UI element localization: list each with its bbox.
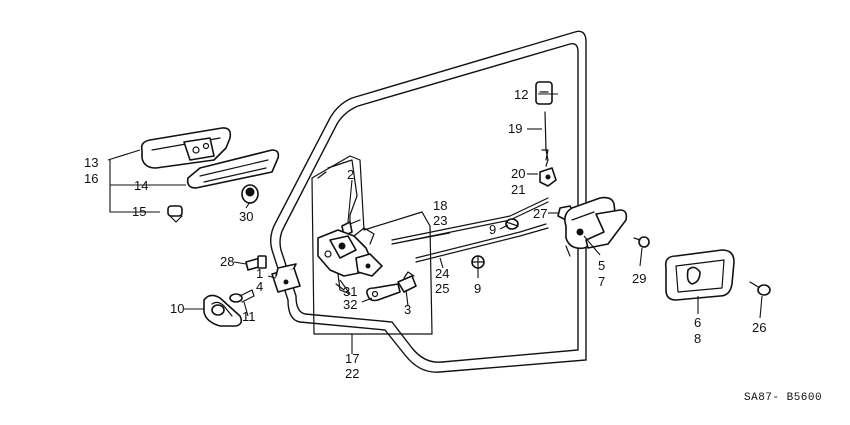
label-28: 28 <box>220 254 234 269</box>
label-6: 6 <box>694 315 701 330</box>
label-2: 2 <box>347 167 354 182</box>
leader-lines <box>184 93 763 354</box>
diagram-code: SA87- B5600 <box>744 392 822 404</box>
label-31: 31 <box>343 284 357 299</box>
label-11: 11 <box>242 309 256 324</box>
label-29: 29 <box>632 271 646 286</box>
label-10: 10 <box>170 301 184 316</box>
clip-29-icon <box>633 236 650 248</box>
label-24: 24 <box>435 266 449 281</box>
label-23: 23 <box>433 213 447 228</box>
screw-11-icon <box>229 289 255 303</box>
inner-handle <box>564 196 628 257</box>
label-30: 30 <box>239 209 253 224</box>
label-9b: 9 <box>474 281 481 296</box>
label-14: 14 <box>134 178 148 193</box>
clip-15-icon <box>167 205 183 223</box>
label-21: 21 <box>511 182 525 197</box>
lock-rods <box>391 197 549 263</box>
inner-handle-bezel <box>664 249 735 301</box>
door-frame <box>269 30 587 373</box>
rod-clip-icon <box>505 218 519 230</box>
label-4: 4 <box>256 279 263 294</box>
label-13: 13 <box>84 155 98 170</box>
label-19: 19 <box>508 121 522 136</box>
lock-knob-top-icon <box>535 81 553 105</box>
label-1: 1 <box>256 266 263 281</box>
rod-bracket-icon <box>539 167 557 187</box>
part-number-labels: 12 19 20 21 27 18 23 9 24 25 9 5 7 29 6 … <box>84 87 766 381</box>
door-lock-mechanism <box>317 227 383 295</box>
label-18: 18 <box>433 198 447 213</box>
label-3: 3 <box>404 302 411 317</box>
door-stop-icon <box>271 263 301 293</box>
label-32: 32 <box>343 297 357 312</box>
label-5: 5 <box>598 258 605 273</box>
outer-handle <box>140 127 280 189</box>
handle-leader-bracket <box>107 149 186 213</box>
label-26: 26 <box>752 320 766 335</box>
label-7: 7 <box>598 274 605 289</box>
lock-rod-vertical <box>541 111 549 167</box>
label-15: 15 <box>132 204 146 219</box>
rod-clip-lower-icon <box>471 255 485 269</box>
label-17: 17 <box>345 351 359 366</box>
label-9a: 9 <box>489 222 496 237</box>
label-25: 25 <box>435 281 449 296</box>
label-20: 20 <box>511 166 525 181</box>
screw-26-icon <box>749 281 771 296</box>
clip-3-icon <box>397 271 417 293</box>
grommet-30-icon <box>241 184 259 204</box>
label-8: 8 <box>694 331 701 346</box>
bolt-28-icon <box>245 255 267 271</box>
label-12: 12 <box>514 87 528 102</box>
label-27: 27 <box>533 206 547 221</box>
lock-group-outline <box>311 155 433 335</box>
label-16: 16 <box>84 171 98 186</box>
label-22: 22 <box>345 366 359 381</box>
striker-plate-icon <box>203 294 243 327</box>
